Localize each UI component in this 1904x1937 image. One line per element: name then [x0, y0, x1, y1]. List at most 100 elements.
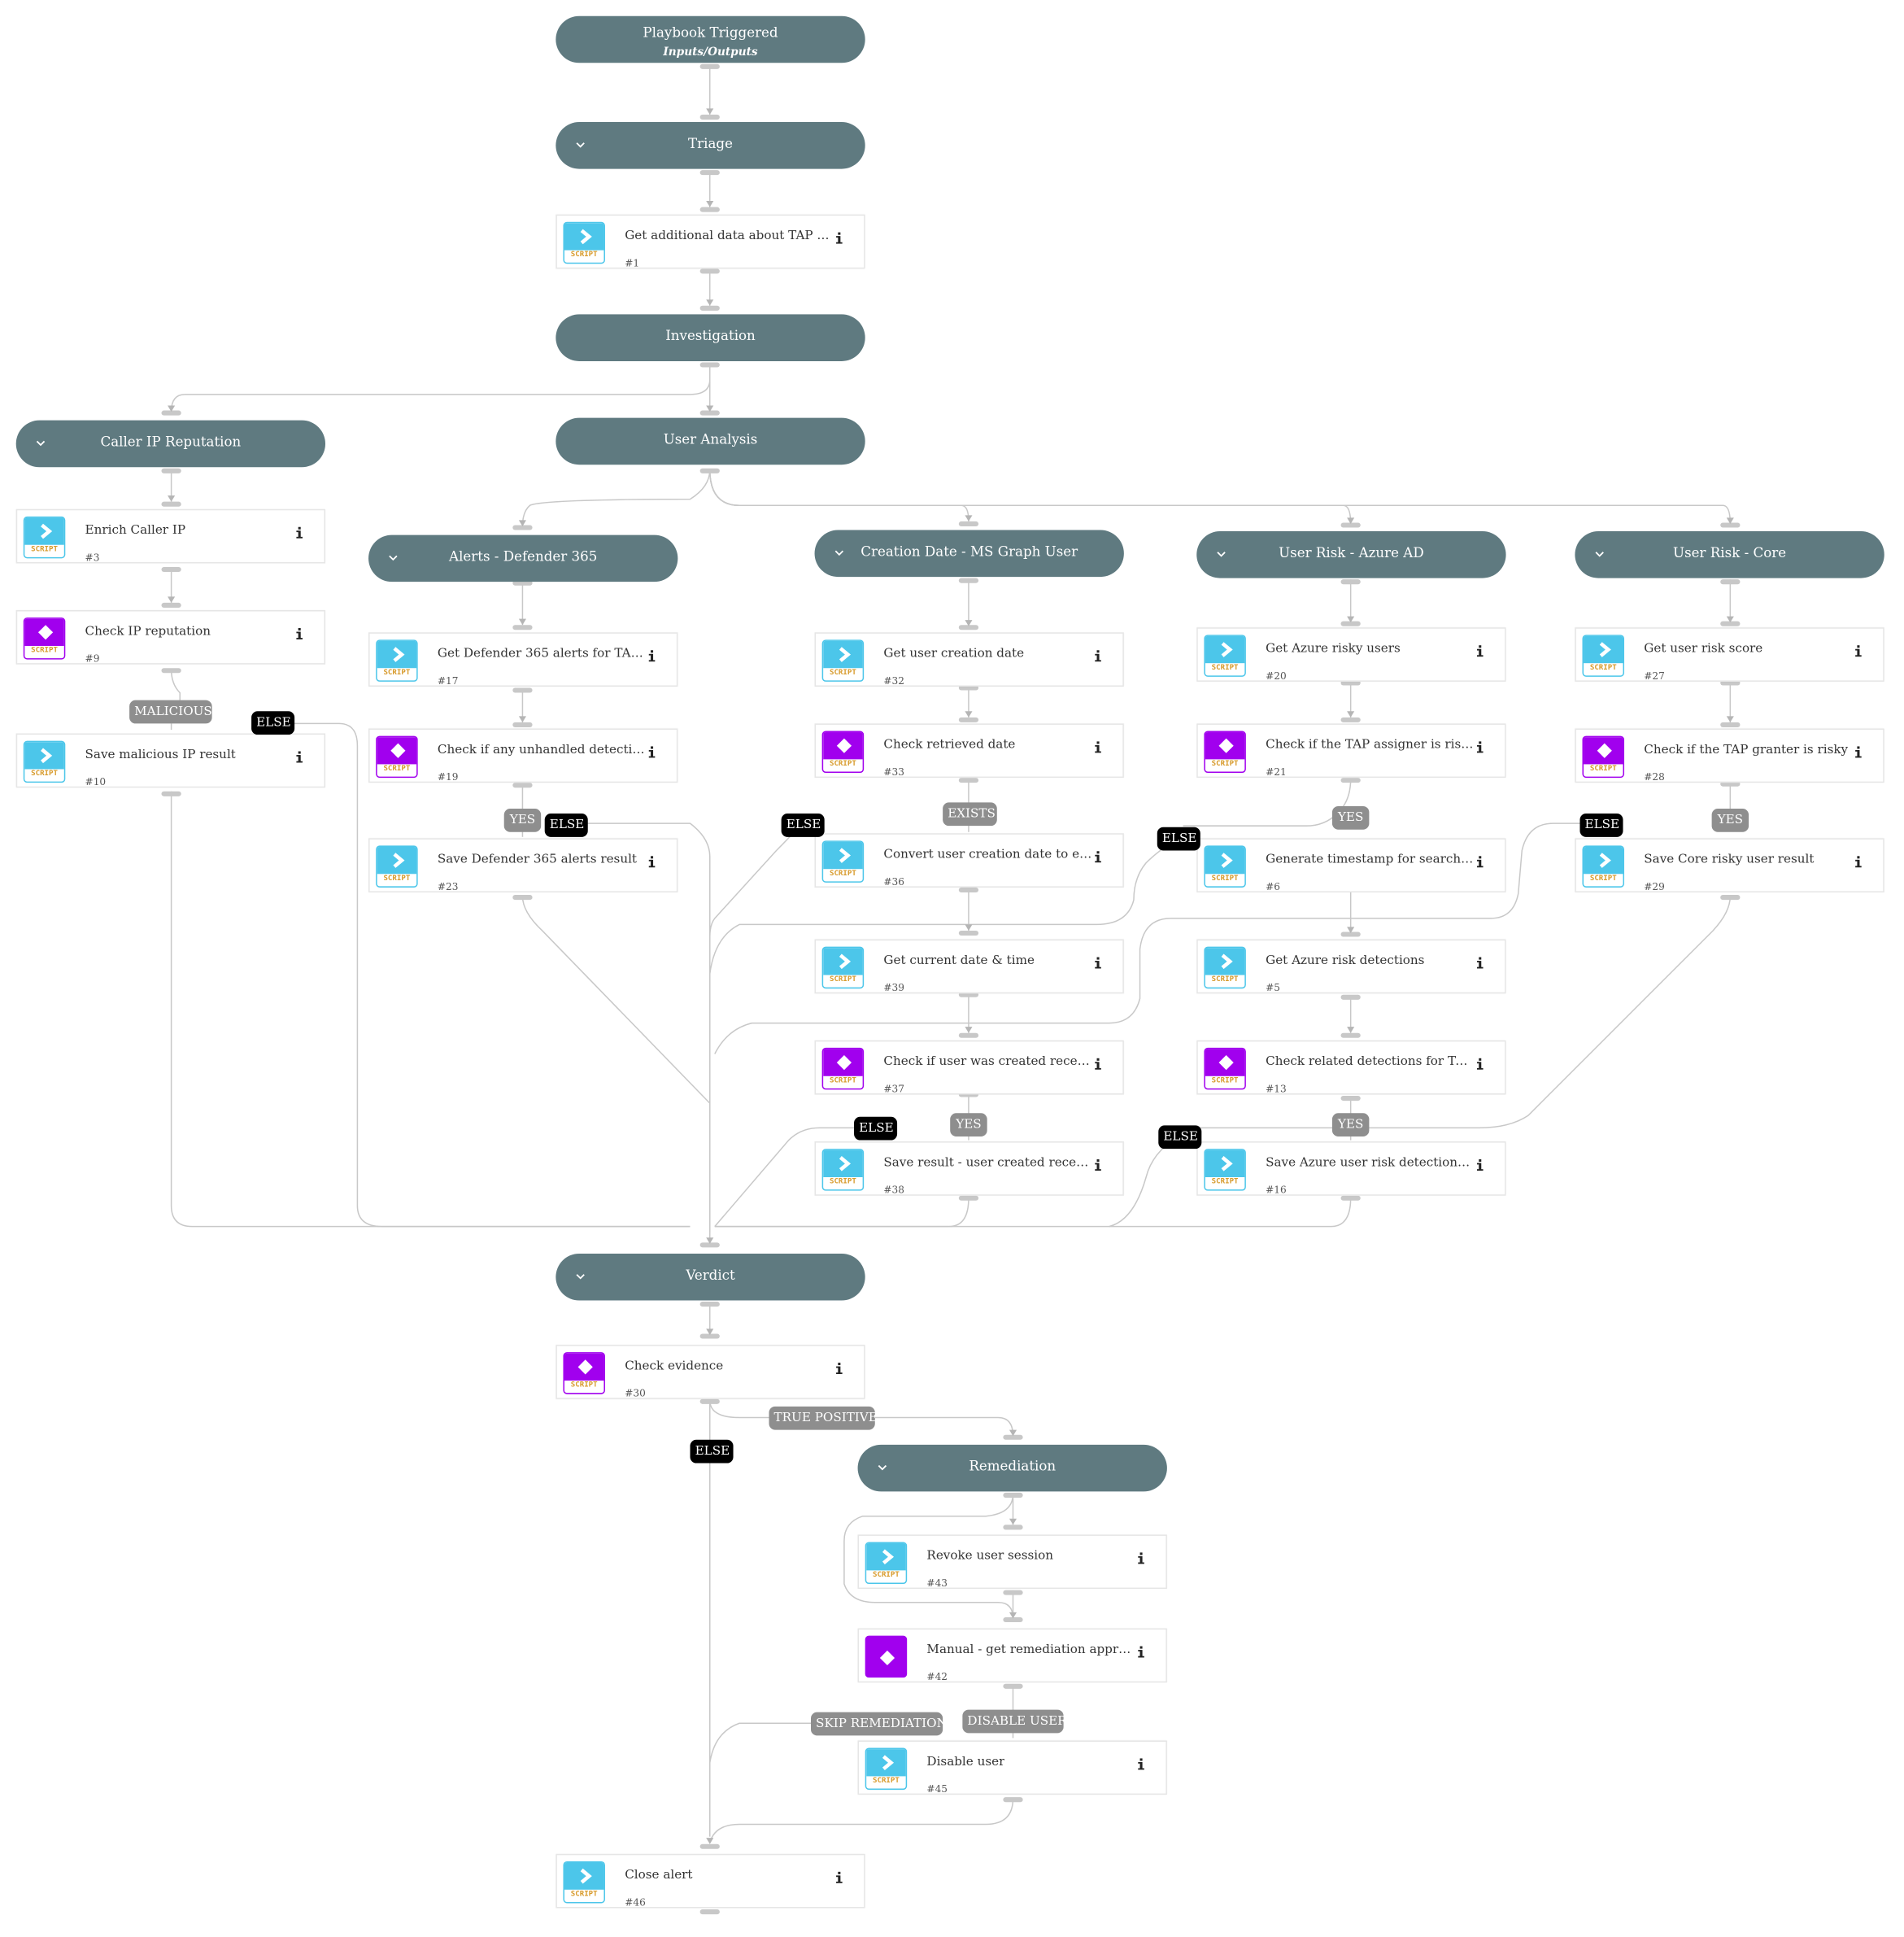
info-icon[interactable] [1473, 955, 1488, 970]
task-10[interactable]: SCRIPT Save malicious IP result #10 [15, 733, 326, 788]
section-investigation[interactable]: Investigation [556, 314, 865, 361]
info-icon[interactable] [1473, 1158, 1488, 1172]
chevron-down-icon[interactable] [833, 548, 845, 560]
info-icon[interactable] [1134, 1644, 1148, 1659]
task-29[interactable]: SCRIPT Save Core risky user result #29 [1575, 838, 1884, 893]
section-remediation[interactable]: Remediation [857, 1444, 1167, 1492]
edge-label-yes[interactable]: YES [1331, 805, 1370, 830]
task-37[interactable]: SCRIPT Check if user was created recentl… [814, 1040, 1124, 1095]
edge-label-else[interactable]: ELSE [544, 814, 588, 837]
task-46[interactable]: SCRIPT Close alert #46 [556, 1853, 865, 1909]
script-badge-text: SCRIPT [1211, 1177, 1239, 1186]
edge-label-exists[interactable]: EXISTS [943, 802, 997, 827]
section-verdict[interactable]: Verdict [556, 1253, 865, 1301]
info-icon[interactable] [832, 230, 847, 245]
task-20[interactable]: SCRIPT Get Azure risky users #20 [1196, 627, 1506, 682]
info-icon[interactable] [832, 1870, 847, 1885]
task-label: Check if the TAP granter is risky [1644, 743, 1849, 757]
info-icon[interactable] [1134, 1756, 1148, 1771]
info-icon[interactable] [1473, 854, 1488, 869]
info-icon[interactable] [1851, 643, 1866, 658]
script-badge-text: SCRIPT [829, 1177, 856, 1186]
chevron-down-icon[interactable] [1215, 548, 1227, 561]
edge-label-yes[interactable]: YES [503, 808, 542, 832]
task-3[interactable]: SCRIPT Enrich Caller IP #3 [15, 508, 326, 564]
task-23[interactable]: SCRIPT Save Defender 365 alerts result #… [368, 838, 678, 893]
condition-badge: SCRIPT [376, 735, 418, 779]
edge-label-else[interactable]: ELSE [1158, 1125, 1202, 1150]
section-creation-date[interactable]: Creation Date - MS Graph User [814, 530, 1124, 578]
task-9[interactable]: SCRIPT Check IP reputation #9 [15, 610, 326, 665]
task-32[interactable]: SCRIPT Get user creation date #32 [814, 632, 1124, 687]
edge-label-yes[interactable]: YES [950, 1113, 987, 1137]
section-alerts-defender-365[interactable]: Alerts - Defender 365 [368, 534, 678, 582]
task-6[interactable]: SCRIPT Generate timestamp for searching … [1196, 838, 1506, 893]
info-icon[interactable] [292, 626, 307, 641]
task-30[interactable]: SCRIPT Check evidence #30 [556, 1345, 865, 1399]
info-icon[interactable] [1473, 1057, 1488, 1071]
edge-label-else[interactable]: ELSE [690, 1439, 734, 1464]
info-icon[interactable] [1473, 643, 1488, 658]
task-43[interactable]: SCRIPT Revoke user session #43 [857, 1534, 1167, 1590]
task-1[interactable]: SCRIPT Get additional data about TAP reg… [556, 214, 865, 269]
info-icon[interactable] [292, 525, 307, 539]
edge-label-true-positive[interactable]: TRUE POSITIVE [769, 1406, 878, 1430]
info-icon[interactable] [1091, 739, 1105, 754]
task-38[interactable]: SCRIPT Save result - user created recent… [814, 1141, 1124, 1196]
info-icon[interactable] [832, 1361, 847, 1376]
script-badge-text: SCRIPT [31, 769, 58, 779]
task-27[interactable]: SCRIPT Get user risk score #27 [1575, 627, 1884, 682]
task-13[interactable]: SCRIPT Check related detections for TAP … [1196, 1040, 1506, 1095]
task-19[interactable]: SCRIPT Check if any unhandled detection … [368, 728, 678, 783]
section-playbook-triggered[interactable]: Playbook Triggered Inputs/Outputs [556, 15, 865, 63]
task-28[interactable]: SCRIPT Check if the TAP granter is risky… [1575, 728, 1884, 783]
chevron-down-icon[interactable] [387, 552, 399, 565]
task-16[interactable]: SCRIPT Save Azure user risk detections r… [1196, 1141, 1506, 1196]
edge-label-disable-user[interactable]: DISABLE USER [962, 1709, 1067, 1734]
edge-label-yes[interactable]: YES [1711, 808, 1749, 832]
task-42[interactable]: Manual - get remediation approval #42 [857, 1628, 1167, 1683]
info-icon[interactable] [1851, 744, 1866, 759]
edge-label-else[interactable]: ELSE [781, 814, 825, 837]
section-user-risk-core[interactable]: User Risk - Core [1575, 531, 1884, 578]
info-icon[interactable] [1091, 648, 1105, 663]
section-title: Remediation [969, 1458, 1057, 1475]
section-title: User Risk - Core [1673, 544, 1787, 561]
section-triage[interactable]: Triage [556, 122, 865, 169]
info-icon[interactable] [1091, 1158, 1105, 1172]
info-icon[interactable] [1134, 1551, 1148, 1565]
edge-label-skip-remediation[interactable]: SKIP REMEDIATION [811, 1712, 948, 1736]
info-icon[interactable] [644, 744, 659, 759]
chevron-down-icon[interactable] [574, 139, 586, 151]
chevron-down-icon[interactable] [34, 438, 46, 450]
chevron-down-icon[interactable] [574, 1271, 586, 1283]
info-icon[interactable] [292, 749, 307, 764]
section-caller-ip-reputation[interactable]: Caller IP Reputation [15, 420, 326, 468]
edge-label-else[interactable]: ELSE [854, 1116, 898, 1141]
edge-label-else[interactable]: ELSE [1579, 814, 1623, 837]
info-icon[interactable] [644, 854, 659, 869]
task-17[interactable]: SCRIPT Get Defender 365 alerts for TAP a… [368, 632, 678, 687]
edge-label-else[interactable]: ELSE [1157, 827, 1200, 851]
task-39[interactable]: SCRIPT Get current date & time #39 [814, 939, 1124, 994]
section-user-risk-azure-ad[interactable]: User Risk - Azure AD [1196, 531, 1506, 578]
task-36[interactable]: SCRIPT Convert user creation date to epo… [814, 833, 1124, 888]
chevron-down-icon[interactable] [876, 1462, 888, 1474]
task-45[interactable]: SCRIPT Disable user #45 [857, 1740, 1167, 1795]
edge-label-yes[interactable]: YES [1331, 1113, 1370, 1137]
chevron-down-icon[interactable] [1593, 548, 1606, 561]
task-21[interactable]: SCRIPT Check if the TAP assigner is risk… [1196, 723, 1506, 779]
section-user-analysis[interactable]: User Analysis [556, 417, 865, 465]
info-icon[interactable] [644, 648, 659, 663]
task-33[interactable]: SCRIPT Check retrieved date #33 [814, 723, 1124, 779]
edge-label-else[interactable]: ELSE [251, 711, 295, 735]
task-label: Check if the TAP assigner is risky [1266, 738, 1475, 753]
info-icon[interactable] [1851, 854, 1866, 869]
info-icon[interactable] [1091, 1057, 1105, 1071]
info-icon[interactable] [1473, 739, 1488, 754]
section-subtitle[interactable]: Inputs/Outputs [663, 46, 758, 59]
info-icon[interactable] [1091, 849, 1105, 864]
edge-label-malicious[interactable]: MALICIOUS [129, 700, 212, 724]
task-5[interactable]: SCRIPT Get Azure risk detections #5 [1196, 939, 1506, 994]
info-icon[interactable] [1091, 955, 1105, 970]
